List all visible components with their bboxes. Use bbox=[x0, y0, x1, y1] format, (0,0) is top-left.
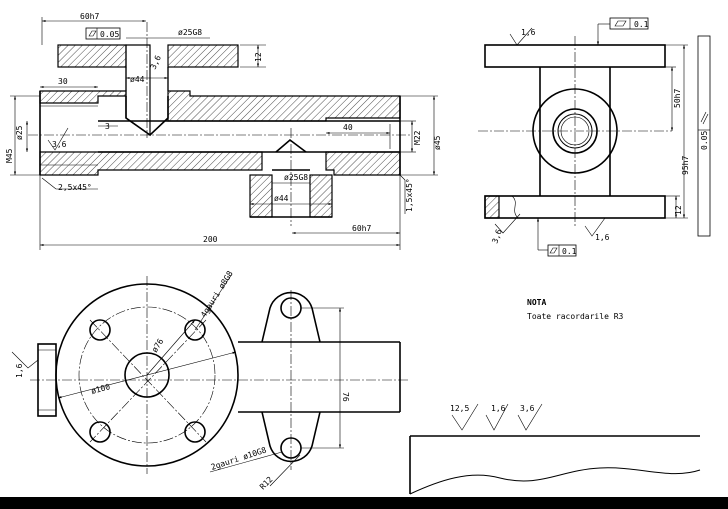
dim-phi44-bot: ø44 bbox=[274, 194, 289, 203]
dim-3: 3 bbox=[105, 122, 110, 131]
front-section-view: 60h7 0.05 ø25G8 12 3,6 ø44 30 3 ø25 M45 … bbox=[5, 12, 442, 250]
body-lower-right-wall bbox=[325, 151, 401, 176]
dim-phi25g8-bot: ø25G8 bbox=[284, 173, 308, 182]
dim-phi76: ø76 bbox=[150, 337, 165, 354]
sv-1-6-right: 1,6 bbox=[595, 233, 610, 242]
dim-95h7: 95h7 bbox=[681, 156, 690, 175]
bolt-hole-4 bbox=[184, 421, 206, 443]
flatness-frame-top bbox=[85, 27, 121, 40]
dim-50h7: 50h7 bbox=[673, 89, 682, 108]
roughness-legend: 12,5 1,6 3,6 bbox=[409, 403, 701, 495]
body-upper-left-wall bbox=[39, 90, 127, 104]
bottom-bar bbox=[0, 497, 728, 509]
bolt-hole-1 bbox=[89, 319, 111, 341]
sv-3-6-right: 3,6 bbox=[490, 228, 503, 245]
dim-60h7-top: 60h7 bbox=[80, 12, 99, 21]
dim-1-5x45: 1,5x45° bbox=[405, 178, 414, 212]
top-flange-right bbox=[167, 44, 239, 68]
body-upper-right-wall bbox=[167, 67, 401, 122]
sv-3-6-left: 3,6 bbox=[52, 140, 67, 149]
roughness-c: 3,6 bbox=[520, 404, 535, 413]
dim-60h7-bot: 60h7 bbox=[352, 224, 371, 233]
tol-flat-bot: 0.1 bbox=[562, 247, 577, 256]
dim-phi25g8-top: ø25G8 bbox=[178, 28, 202, 37]
dim-phi45: ø45 bbox=[433, 135, 442, 150]
roughness-a: 12,5 bbox=[450, 404, 469, 413]
dim-40: 40 bbox=[343, 123, 353, 132]
plan-view: 4gauri ø8G8 ø76 ø100 76 2gauri ø10G8 R12… bbox=[11, 269, 410, 492]
dim-76: 76 bbox=[341, 392, 350, 402]
note-title: NOTA bbox=[527, 298, 546, 307]
tol-flat-right: 0.1 bbox=[634, 20, 649, 29]
bottom-flange-left bbox=[249, 174, 273, 218]
sv-1-6-left: 1,6 bbox=[15, 363, 24, 378]
parallelism-frame bbox=[697, 35, 711, 237]
dim-12-top: 12 bbox=[254, 52, 263, 62]
dim-r12: R12 bbox=[258, 475, 275, 492]
sample-break-line bbox=[409, 467, 701, 495]
dim-m45: M45 bbox=[5, 148, 14, 163]
tol-par: 0.05 bbox=[700, 131, 709, 150]
dim-phi44-top: ø44 bbox=[130, 75, 145, 84]
dim-30: 30 bbox=[58, 77, 68, 86]
side-bottom-break bbox=[484, 195, 500, 219]
note-text: Toate racordarile R3 bbox=[527, 312, 624, 321]
body-lower-left-wall bbox=[39, 151, 263, 176]
bolt-hole-3 bbox=[89, 421, 111, 443]
dim-12-right: 12 bbox=[674, 205, 683, 215]
dim-4gauri: 4gauri ø8G8 bbox=[199, 269, 235, 319]
dim-2-5x45: 2,5x45° bbox=[58, 183, 92, 192]
flatness-frame-right bbox=[609, 17, 649, 30]
flatness-frame-bottom bbox=[547, 244, 577, 257]
sv-3-6-top: 3,6 bbox=[149, 54, 163, 71]
top-flange-left bbox=[57, 44, 127, 68]
bottom-flange-right bbox=[309, 174, 333, 218]
roughness-b: 1,6 bbox=[491, 404, 506, 413]
tol-flat-top: 0.05 bbox=[100, 30, 119, 39]
side-view: 1,6 0.1 50h7 95h7 0.05 12 3,6 1,6 0.1 bbox=[478, 17, 711, 257]
bottom-drill-cone bbox=[275, 138, 307, 153]
dim-200: 200 bbox=[203, 235, 218, 244]
dim-phi25: ø25 bbox=[15, 125, 24, 140]
dim-m22: M22 bbox=[413, 130, 422, 145]
